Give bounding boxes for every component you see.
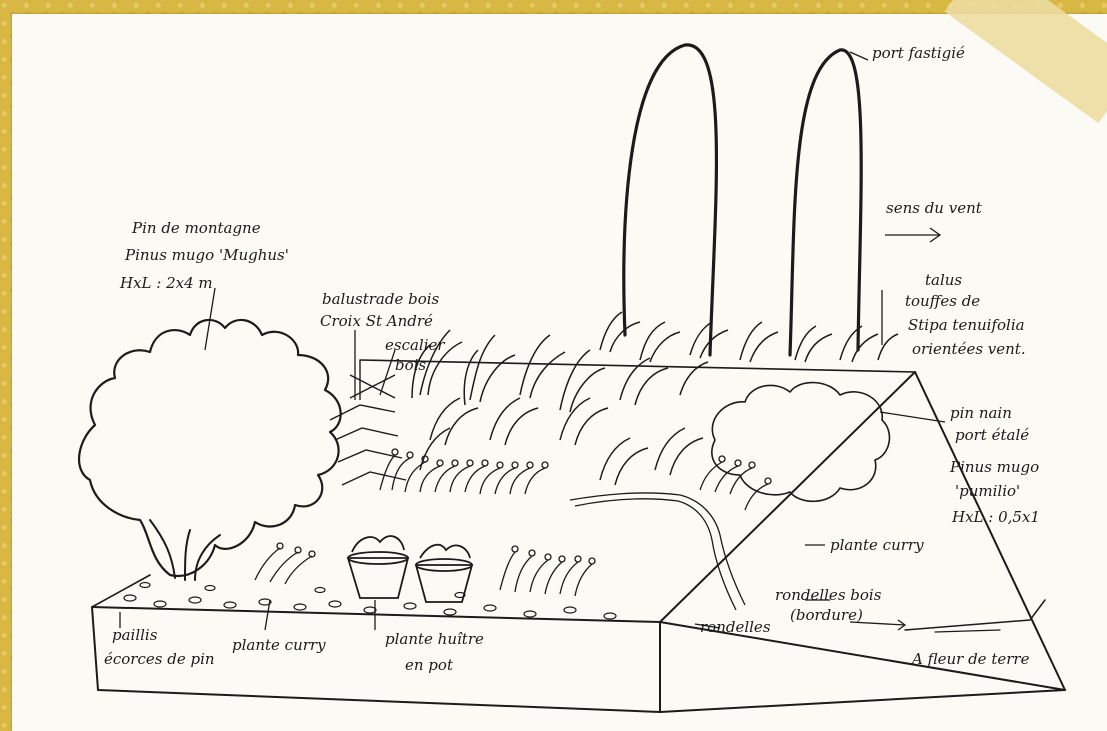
oyster-plant-pots bbox=[348, 536, 472, 602]
label-paillis: paillis bbox=[112, 626, 158, 644]
label-pin-montagne: Pin de montagne bbox=[131, 219, 261, 237]
label-rondelles: rondelles bbox=[700, 618, 771, 636]
annotation-labels: Pin de montagne Pinus mugo 'Mughus' HxL … bbox=[104, 44, 1040, 674]
label-plante-huitre: plante huître bbox=[385, 630, 484, 648]
label-orientees-vent: orientées vent. bbox=[912, 340, 1026, 358]
fastigiate-trees bbox=[624, 45, 861, 355]
label-touffes-de: touffes de bbox=[905, 292, 980, 310]
label-escalier: escalier bbox=[385, 336, 445, 354]
curry-plants bbox=[255, 449, 771, 596]
label-pinus-mugo-mughus: Pinus mugo 'Mughus' bbox=[124, 246, 289, 264]
mountain-pine bbox=[79, 320, 341, 580]
label-en-pot: en pot bbox=[405, 656, 454, 674]
label-croix-st-andre: Croix St André bbox=[320, 312, 433, 330]
label-stipa: Stipa tenuifolia bbox=[908, 316, 1025, 334]
label-bordure: (bordure) bbox=[790, 606, 863, 624]
label-plante-curry-right: plante curry bbox=[830, 536, 924, 554]
wood-rounds-border bbox=[570, 493, 745, 610]
label-pinus-mugo: Pinus mugo bbox=[949, 458, 1039, 476]
label-rondelles-bois: rondelles bois bbox=[775, 586, 882, 604]
label-sens-du-vent: sens du vent bbox=[886, 199, 983, 217]
label-talus: talus bbox=[925, 271, 962, 289]
label-escalier-bois: bois bbox=[395, 356, 426, 374]
label-pin-nain: pin nain bbox=[950, 404, 1012, 422]
label-plante-curry-left: plante curry bbox=[232, 636, 326, 654]
label-ecorces-de-pin: écorces de pin bbox=[104, 650, 215, 668]
label-balustrade: balustrade bois bbox=[322, 290, 440, 308]
label-size-mountain-pine: HxL : 2x4 m bbox=[119, 274, 213, 292]
label-a-fleur-de-terre: A fleur de terre bbox=[910, 650, 1030, 668]
label-port-etale: port étalé bbox=[955, 426, 1029, 444]
leader-lines bbox=[120, 52, 945, 630]
label-port-fastigie: port fastigié bbox=[872, 44, 965, 62]
mulch bbox=[124, 583, 616, 620]
label-size-dwarf-pine: HxL : 0,5x1 bbox=[951, 508, 1040, 526]
label-pumilio: 'pumilio' bbox=[955, 482, 1020, 500]
staircase bbox=[330, 360, 406, 485]
